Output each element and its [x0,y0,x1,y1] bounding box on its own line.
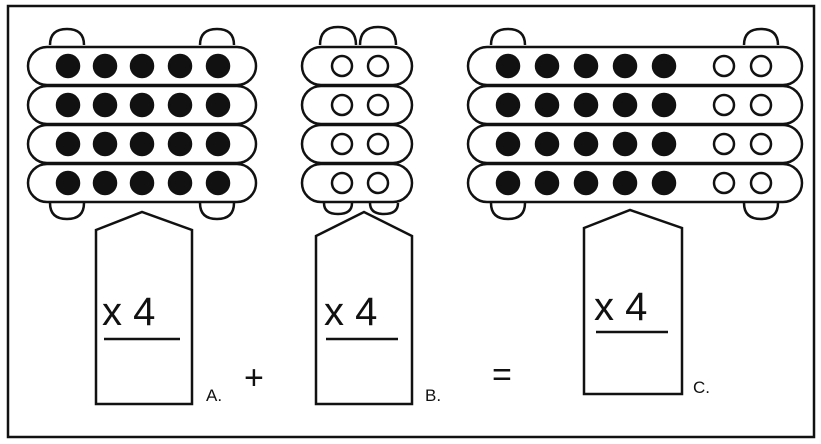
empty-bead [712,132,736,156]
filled-bead [167,131,193,157]
filled-bead [612,53,638,79]
filled-bead [205,92,231,118]
multiplier-card [94,210,194,406]
rack-bar [300,45,414,87]
filled-bead [55,53,81,79]
empty-bead [366,171,390,195]
rack-handle-top-left [489,27,527,46]
rack-handle-bottom-right [368,202,400,216]
filled-bead [92,92,118,118]
filled-bead [495,170,521,196]
group-c: x 4 C. [466,27,804,397]
rack-handle-bottom-right [742,202,780,221]
group-label: A. [206,386,222,405]
empty-bead [330,93,354,117]
group-c-rack [466,27,804,221]
multiplier-card [582,208,684,396]
multiplier-text: x 4 [324,290,377,334]
filled-bead [55,131,81,157]
group-c-empty-beads [712,54,773,195]
filled-bead [495,92,521,118]
filled-bead [129,131,155,157]
equals-sign: = [492,356,512,394]
outer-frame [6,4,816,439]
filled-bead [612,131,638,157]
empty-bead [366,93,390,117]
empty-bead [330,171,354,195]
group-label: C. [693,378,710,397]
empty-bead [749,93,773,117]
group-c-filled-beads [495,53,677,196]
empty-bead [712,54,736,78]
empty-bead [330,54,354,78]
filled-bead [167,92,193,118]
filled-bead [205,53,231,79]
empty-bead [330,132,354,156]
group-b-beads [330,54,390,195]
rack-handle-top-left [318,25,358,46]
filled-bead [167,53,193,79]
multiplier-text: x 4 [102,290,155,334]
filled-bead [129,53,155,79]
rack-handle-bottom-left [489,202,527,221]
plus-sign: + [244,359,264,397]
rack-bar [466,162,804,204]
filled-bead [205,170,231,196]
filled-bead [534,170,560,196]
filled-bead [573,170,599,196]
filled-bead [651,53,677,79]
filled-bead [205,131,231,157]
filled-bead [55,92,81,118]
empty-bead [366,132,390,156]
filled-bead [651,170,677,196]
filled-bead [534,92,560,118]
group-a-rack [26,27,258,221]
empty-bead [749,171,773,195]
rack-handle-top-right [358,25,398,46]
filled-bead [651,92,677,118]
empty-bead [749,54,773,78]
filled-bead [92,131,118,157]
empty-bead [749,132,773,156]
rack-handle-top-left [48,27,86,46]
rack-handle-bottom-right [198,202,236,221]
group-b: x 4 B. [300,25,441,406]
rack-handle-bottom-left [48,202,86,221]
filled-bead [495,131,521,157]
filled-bead [534,53,560,79]
filled-bead [651,131,677,157]
multiplier-text: x 4 [594,285,647,329]
group-b-rack [300,25,414,216]
rack-handle-top-right [742,27,780,46]
filled-bead [612,92,638,118]
rack-bar [300,84,414,126]
empty-bead [712,93,736,117]
filled-bead [573,92,599,118]
multiplier-card [314,210,414,406]
rack-bar [300,162,414,204]
filled-bead [167,170,193,196]
filled-bead [612,170,638,196]
rack-bar [26,162,258,204]
group-label: B. [425,386,441,405]
rack-bar [300,123,414,165]
group-a-beads [55,53,231,196]
empty-bead [366,54,390,78]
filled-bead [92,53,118,79]
rack-handle-top-right [198,27,236,46]
filled-bead [92,170,118,196]
group-a: x 4 A. [26,27,258,406]
filled-bead [573,131,599,157]
filled-bead [129,92,155,118]
filled-bead [55,170,81,196]
filled-bead [534,131,560,157]
filled-bead [495,53,521,79]
empty-bead [712,171,736,195]
rack-handle-bottom-left [322,202,354,216]
filled-bead [129,170,155,196]
filled-bead [573,53,599,79]
